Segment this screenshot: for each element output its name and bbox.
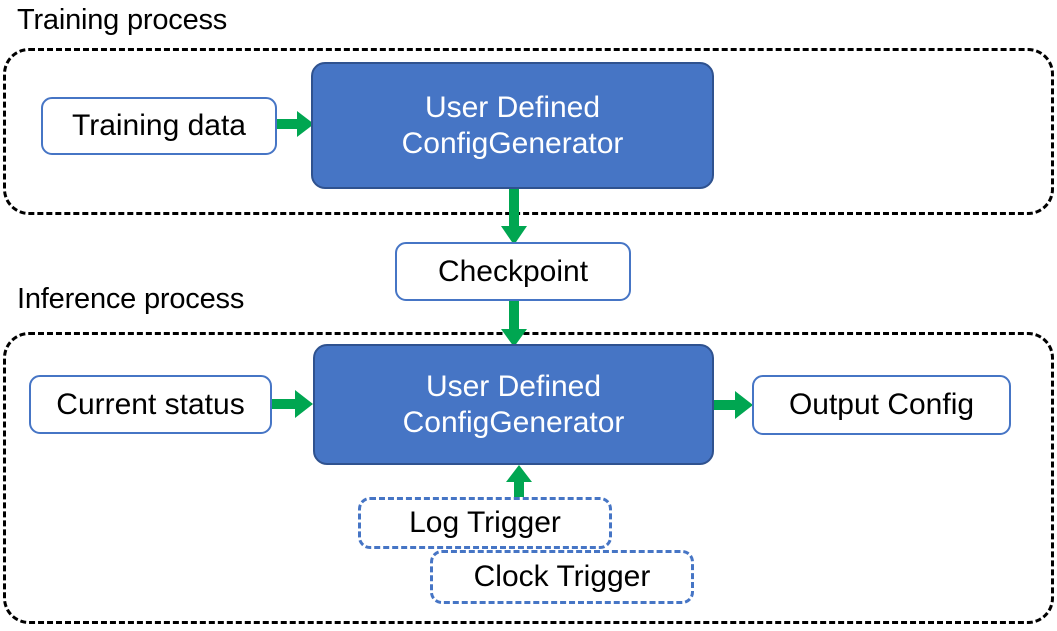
training-data-box[interactable]: Training data [41,97,277,155]
log-trigger-box[interactable]: Log Trigger [358,497,612,549]
training-config-generator-line2: ConfigGenerator [401,126,624,160]
inference-config-generator-line2: ConfigGenerator [402,405,625,439]
current-status-box[interactable]: Current status [29,375,272,434]
arrow-training-data-to-generator-icon [277,110,315,138]
inference-config-generator-line1: User Defined [425,370,602,404]
training-process-container [3,48,1054,215]
arrow-current-status-to-generator-icon [272,389,314,419]
arrow-generator-to-output-config-icon [714,390,754,420]
arrow-checkpoint-to-generator-icon [500,300,528,348]
clock-trigger-box[interactable]: Clock Trigger [430,550,694,604]
training-config-generator-box[interactable]: User Defined ConfigGenerator [311,62,714,189]
output-config-box[interactable]: Output Config [752,375,1011,435]
inference-process-label: Inference process [17,283,245,315]
arrow-generator-to-checkpoint-icon [500,188,528,246]
inference-process-container [3,332,1054,624]
arrow-triggers-to-generator-icon [505,465,533,501]
training-process-label: Training process [17,4,228,36]
inference-config-generator-box[interactable]: User Defined ConfigGenerator [313,344,714,465]
checkpoint-box[interactable]: Checkpoint [395,242,631,301]
training-config-generator-line1: User Defined [424,91,601,125]
